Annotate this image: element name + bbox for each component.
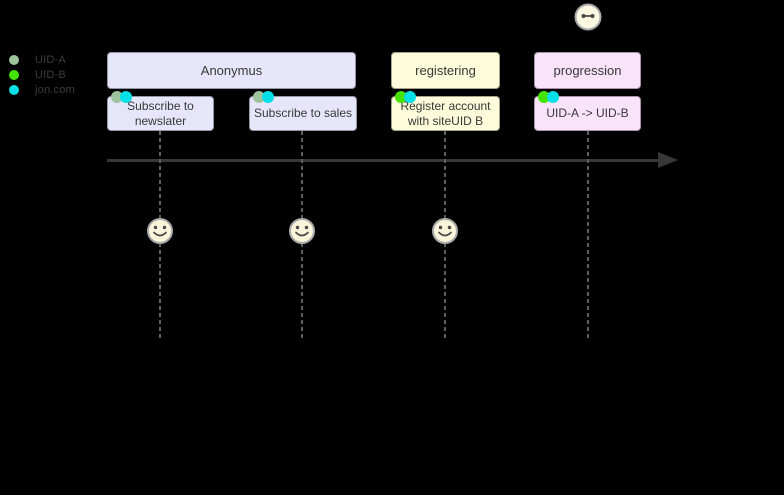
jon-com-marker-icon <box>120 91 132 103</box>
event-box-uid-mapping: UID-A -> UID-B <box>534 91 641 131</box>
legend-item-uid-b: UID-B <box>8 68 75 83</box>
jon-com-marker-icon <box>547 91 559 103</box>
jon-com-dot-icon <box>9 84 19 95</box>
legend-label: jon.com <box>35 83 75 96</box>
smiley-face-icon <box>289 218 315 244</box>
phase-box-anonymus: Anonymus <box>107 52 356 89</box>
event-label: Subscribe to newslater <box>127 98 194 128</box>
phase-label: Anonymus <box>200 63 263 78</box>
timeline-arrow <box>107 159 663 162</box>
event-label: Register account with siteUID B <box>400 98 491 128</box>
event-box-subscribe-sales: Subscribe to sales <box>249 91 357 131</box>
smiley-face-icon <box>432 218 458 244</box>
smiley-face-icon <box>147 218 173 244</box>
lifeline <box>587 131 589 339</box>
phase-box-registering: registering <box>391 52 500 89</box>
legend-label: UID-B <box>35 69 66 82</box>
uid-a-dot-icon <box>9 55 19 66</box>
event-label: UID-A -> UID-B <box>546 106 629 121</box>
uid-b-dot-icon <box>9 70 19 81</box>
timeline-arrowhead-icon <box>658 152 678 168</box>
jon-com-marker-icon <box>262 91 274 103</box>
event-box-register-account: Register account with siteUID B <box>391 91 500 131</box>
legend-label: UID-A <box>35 54 66 67</box>
phase-label: progression <box>553 63 622 78</box>
legend-item-jon-com: jon.com <box>8 82 75 97</box>
event-label: Subscribe to sales <box>253 106 353 121</box>
phase-label: registering <box>415 63 476 78</box>
event-box-subscribe-newsletter: Subscribe to newslater <box>107 91 214 131</box>
dash-eyes-face-icon <box>574 3 602 31</box>
jon-com-marker-icon <box>404 91 416 103</box>
legend-item-uid-a: UID-A <box>8 53 75 68</box>
phase-box-progression: progression <box>534 52 641 89</box>
legend: UID-A UID-B jon.com <box>8 53 75 97</box>
